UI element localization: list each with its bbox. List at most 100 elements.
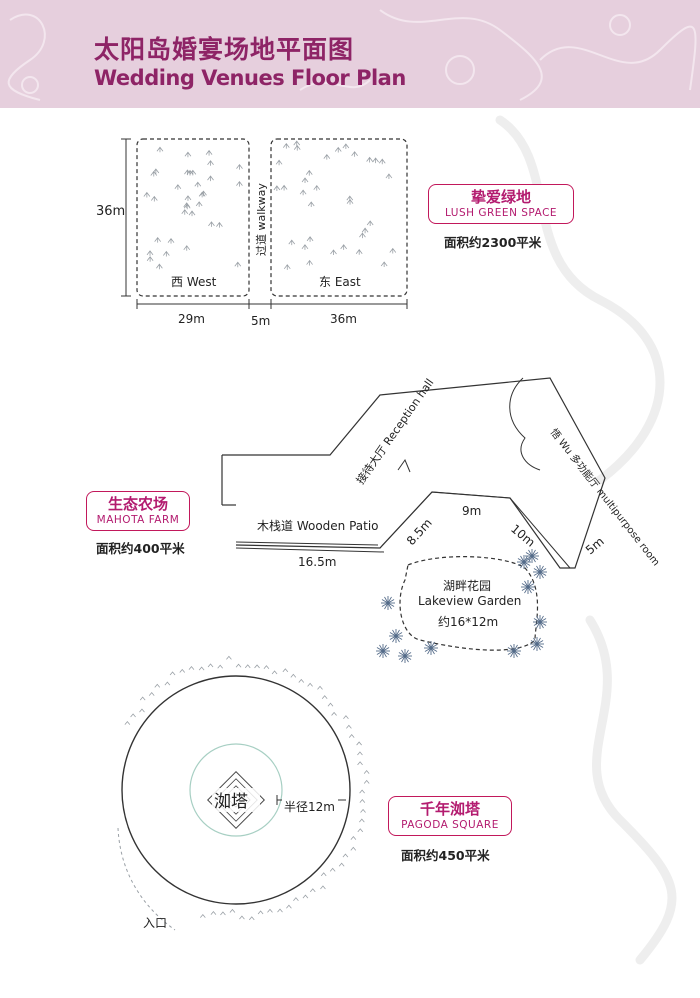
grass-tuft — [188, 210, 196, 217]
lawn-east-width-label: 36m — [330, 312, 357, 326]
plant-mark — [320, 872, 327, 877]
plant-mark — [348, 734, 355, 738]
plant-mark — [239, 915, 245, 920]
grass-tuft — [280, 184, 288, 191]
plant-mark — [360, 808, 366, 813]
garden-trees — [376, 549, 547, 663]
page-title-chinese: 太阳岛婚宴场地平面图 — [94, 35, 355, 64]
plant-mark — [327, 702, 334, 707]
pagoda-name-english: PAGODA SQUARE — [401, 819, 499, 831]
grass-texture — [143, 140, 397, 270]
plant-mark — [148, 692, 155, 696]
dimension-a-label: 8.5m — [404, 516, 435, 548]
farm-name-english: MAHOTA FARM — [96, 514, 180, 526]
grass-tuft — [275, 159, 283, 166]
plant-mark — [359, 789, 365, 794]
plant-mark — [226, 655, 232, 660]
plant-mark — [200, 914, 206, 918]
grass-tuft — [234, 261, 242, 268]
plant-mark — [363, 769, 370, 774]
pagoda-center-label: 洳塔 — [214, 792, 248, 812]
grass-tuft — [380, 261, 388, 268]
reception-hall-label: 接待大厅 Reception hall — [353, 376, 437, 487]
grass-tuft — [282, 142, 290, 149]
plant-mark — [320, 885, 326, 890]
lawn-west-plot — [136, 138, 250, 297]
plant-mark — [139, 696, 146, 701]
plant-mark — [188, 665, 195, 670]
grass-tuft — [299, 189, 307, 196]
grass-tuft — [207, 160, 214, 166]
grass-tuft — [150, 195, 158, 202]
page-header: 太阳岛婚宴场地平面图 Wedding Venues Floor Plan — [0, 0, 700, 108]
tree-icon — [533, 565, 547, 579]
tree-icon — [398, 649, 412, 663]
plant-mark — [139, 708, 145, 713]
lawn-height-label: 36m — [96, 204, 125, 219]
grass-tuft — [301, 244, 309, 250]
plant-mark — [124, 721, 131, 725]
grass-tuft — [346, 198, 354, 205]
plant-mark — [329, 867, 336, 872]
plant-mark — [309, 888, 316, 893]
grass-tuft — [330, 249, 337, 256]
grass-tuft — [184, 195, 192, 201]
lawn-walkway-width-label: 5m — [251, 314, 270, 328]
grass-tuft — [334, 146, 342, 153]
garden-english-label: Lakeview Garden — [418, 594, 521, 608]
grass-tuft — [236, 163, 243, 170]
grass-tuft — [305, 169, 313, 176]
grass-tuft — [216, 221, 223, 228]
grass-tuft — [288, 239, 296, 246]
grass-tuft — [181, 209, 189, 215]
lawn-east-plot — [270, 138, 408, 297]
plant-mark — [267, 908, 273, 913]
grass-tuft — [293, 145, 301, 151]
lawn-name-english: LUSH GREEN SPACE — [444, 207, 558, 219]
plant-mark — [220, 911, 226, 916]
grass-tuft — [152, 168, 160, 174]
plant-mark — [282, 668, 289, 673]
grass-tuft — [273, 185, 281, 191]
grass-tuft — [184, 151, 192, 158]
grass-tuft — [351, 151, 358, 157]
grass-tuft — [194, 181, 202, 188]
grass-tuft — [207, 175, 214, 182]
entrance-label: 入口 — [143, 916, 167, 930]
grass-tuft — [146, 256, 154, 262]
plant-mark — [286, 904, 292, 909]
plant-mark — [357, 828, 364, 833]
floor-plan-drawing: 36m 29m 5m 36m 西 West 东 East 过道 walkway … — [96, 115, 677, 965]
plant-mark — [317, 685, 323, 690]
grass-tuft — [366, 156, 373, 163]
plant-mark — [198, 666, 205, 671]
plant-mark — [235, 663, 242, 668]
plant-mark — [331, 711, 337, 716]
plant-mark — [229, 908, 236, 913]
plant-mark — [307, 682, 313, 687]
tree-icon — [530, 637, 544, 651]
grass-tuft — [355, 249, 363, 255]
plant-mark — [164, 681, 171, 686]
background-signature-watermark — [495, 115, 677, 965]
pagoda-name-chinese: 千年洳塔 — [419, 800, 480, 818]
grass-tuft — [378, 158, 386, 165]
pagoda-area-text: 面积约450平米 — [401, 848, 490, 863]
grass-tuft — [385, 173, 393, 180]
grass-tuft — [359, 232, 366, 239]
plant-mark — [154, 683, 161, 688]
tree-icon — [533, 615, 547, 629]
grass-tuft — [323, 153, 331, 160]
radius-label: 半径12m — [284, 800, 335, 814]
grass-tuft — [163, 250, 170, 257]
grass-tuft — [146, 250, 154, 256]
plant-mark — [271, 670, 278, 675]
plant-mark — [254, 664, 260, 669]
plant-mark — [343, 715, 349, 720]
plant-mark — [342, 853, 349, 858]
plant-mark — [346, 724, 352, 729]
plant-mark — [357, 751, 363, 756]
tree-icon — [507, 644, 521, 658]
plant-mark — [179, 668, 186, 673]
grass-tuft — [313, 185, 321, 191]
